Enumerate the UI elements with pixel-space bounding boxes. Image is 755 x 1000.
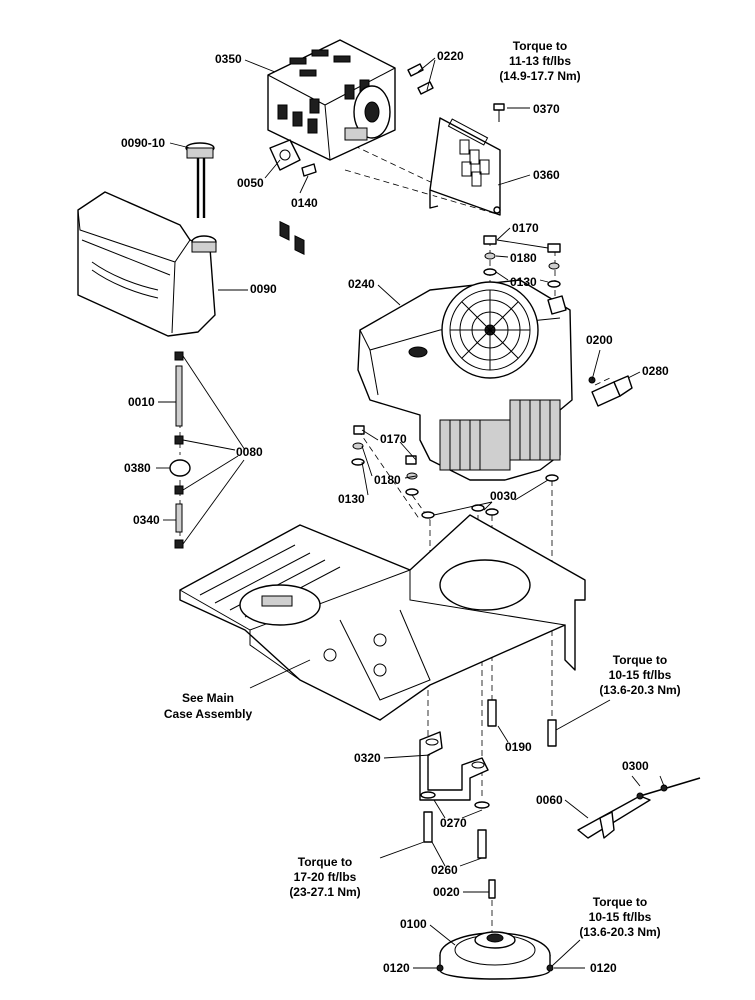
- label-0170-mid: 0170: [380, 432, 407, 446]
- key-0020: [488, 879, 496, 899]
- label-0060: 0060: [536, 793, 563, 807]
- label-0200: 0200: [586, 333, 613, 347]
- torque-note-pulley: Torque to 10-15 ft/lbs (13.6-20.3 Nm): [579, 895, 660, 939]
- label-0360: 0360: [533, 168, 560, 182]
- label-0090: 0090: [250, 282, 277, 296]
- label-0030: 0030: [490, 489, 517, 503]
- label-0320: 0320: [354, 751, 381, 765]
- label-0090-10: 0090-10: [121, 136, 165, 150]
- oil-drain-0280: [591, 375, 633, 407]
- label-0240: 0240: [348, 277, 375, 291]
- alignment-lines: [179, 119, 611, 935]
- see-main-line2: Case Assembly: [164, 707, 253, 721]
- pulley-0100: [439, 931, 551, 980]
- torque-bracket-line1: Torque to: [298, 855, 352, 869]
- label-0050: 0050: [237, 176, 264, 190]
- torque-bracket-line2: 17-20 ft/lbs: [294, 870, 357, 884]
- torque-note-muffler: Torque to 11-13 ft/lbs (14.9-17.7 Nm): [499, 39, 580, 83]
- part-labels: 0350 0220 0370 0360 0090-10 0050 0140 01…: [121, 49, 669, 975]
- isolators-0030: [421, 474, 559, 519]
- torque-pulley-line1: Torque to: [593, 895, 647, 909]
- bolt-0140: [301, 163, 317, 177]
- label-0180-mid: 0180: [374, 473, 401, 487]
- bracket-0320: [419, 731, 489, 801]
- torque-note-engine-bolts: Torque to 10-15 ft/lbs (13.6-20.3 Nm): [599, 653, 680, 697]
- torque-muffler-line3: (14.9-17.7 Nm): [499, 69, 580, 83]
- label-0120-right: 0120: [590, 961, 617, 975]
- torque-engine-line3: (13.6-20.3 Nm): [599, 683, 680, 697]
- label-0370: 0370: [533, 102, 560, 116]
- label-0170-top: 0170: [512, 221, 539, 235]
- torque-muffler-line2: 11-13 ft/lbs: [509, 54, 571, 68]
- label-0380: 0380: [124, 461, 151, 475]
- cable-0060: [577, 777, 701, 839]
- fuel-line-parts: [169, 351, 191, 549]
- bolts-0190: [487, 699, 557, 747]
- engine-drawing: [357, 279, 573, 481]
- frame-drawing: [179, 514, 586, 721]
- torque-muffler-line1: Torque to: [513, 39, 567, 53]
- torque-pulley-line2: 10-15 ft/lbs: [589, 910, 652, 924]
- bolt-0370: [493, 103, 505, 122]
- label-0140: 0140: [291, 196, 318, 210]
- torque-note-bracket: Torque to 17-20 ft/lbs (23-27.1 Nm): [289, 855, 360, 899]
- torque-pulley-line3: (13.6-20.3 Nm): [579, 925, 660, 939]
- label-0350: 0350: [215, 52, 242, 66]
- torque-bracket-line3: (23-27.1 Nm): [289, 885, 360, 899]
- label-0120-left: 0120: [383, 961, 410, 975]
- label-0270: 0270: [440, 816, 467, 830]
- label-0190: 0190: [505, 740, 532, 754]
- label-0280: 0280: [642, 364, 669, 378]
- fuel-tank-drawing: [77, 191, 217, 337]
- label-0300: 0300: [622, 759, 649, 773]
- washers-0270: [420, 791, 490, 809]
- torque-engine-line2: 10-15 ft/lbs: [609, 668, 672, 682]
- see-main-line1: See Main: [182, 691, 234, 705]
- label-0260: 0260: [431, 863, 458, 877]
- label-0340: 0340: [133, 513, 160, 527]
- label-0130-top: 0130: [510, 275, 537, 289]
- see-main-case-note: See Main Case Assembly: [164, 691, 253, 721]
- bolts-0220: [407, 63, 434, 95]
- label-0220: 0220: [437, 49, 464, 63]
- heat-shield-drawing: [429, 117, 501, 216]
- label-0080: 0080: [236, 445, 263, 459]
- label-0010: 0010: [128, 395, 155, 409]
- leader-lines: [156, 57, 665, 969]
- torque-engine-line1: Torque to: [613, 653, 667, 667]
- gasket-0050: [269, 139, 301, 171]
- label-0180-top: 0180: [510, 251, 537, 265]
- label-0020: 0020: [433, 885, 460, 899]
- label-0100: 0100: [400, 917, 427, 931]
- label-0130-mid: 0130: [338, 492, 365, 506]
- muffler-guard-drawing: [267, 39, 396, 256]
- dipstick-drawing: [185, 142, 215, 218]
